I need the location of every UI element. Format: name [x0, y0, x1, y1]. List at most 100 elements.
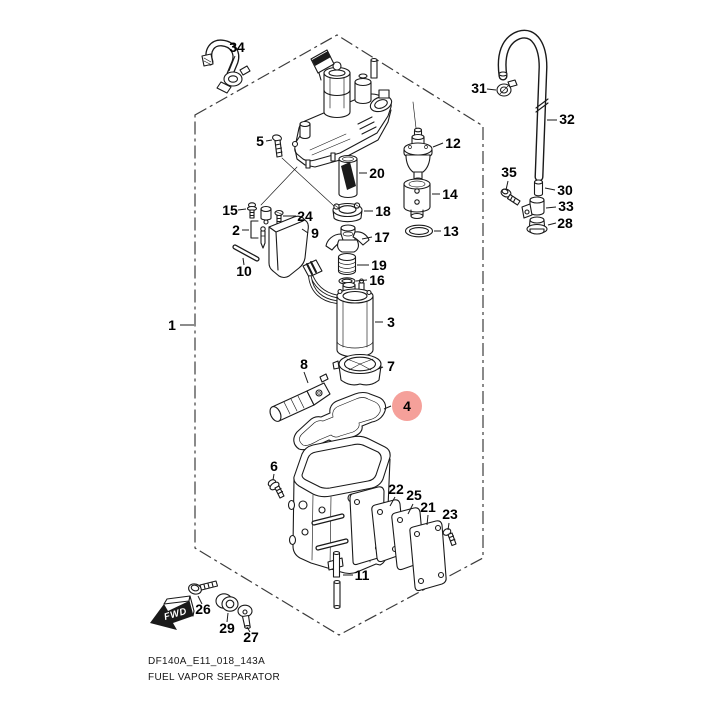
- callout-7[interactable]: 7: [387, 358, 395, 374]
- leader-23: [447, 522, 450, 531]
- callout-14[interactable]: 14: [442, 186, 458, 202]
- part-31-clamp: [496, 79, 518, 97]
- tank-body: [287, 435, 391, 575]
- leader-26: [197, 595, 203, 605]
- callout-21[interactable]: 21: [420, 499, 436, 515]
- leader-31: [486, 88, 497, 91]
- part-19-filter-element: [337, 252, 357, 276]
- leader-5: [265, 139, 273, 142]
- part-26-bolt: [188, 580, 219, 595]
- leader-10: [242, 257, 245, 266]
- callout-34[interactable]: 34: [229, 39, 245, 55]
- part-30-tube: [533, 179, 544, 197]
- leader-6: [272, 473, 275, 481]
- leader-27: [246, 626, 251, 633]
- part-9-float: [268, 215, 309, 279]
- callout-1[interactable]: 1: [168, 317, 176, 333]
- part-35-bolt: [500, 188, 521, 206]
- highlight-part-4[interactable]: 4: [392, 391, 422, 421]
- callout-10[interactable]: 10: [236, 263, 252, 279]
- callout-5[interactable]: 5: [256, 133, 264, 149]
- leader-21: [426, 514, 429, 526]
- callout-31[interactable]: 31: [471, 80, 487, 96]
- leader-29: [226, 612, 229, 623]
- callout-4[interactable]: 4: [403, 398, 411, 414]
- callout-33[interactable]: 33: [558, 198, 574, 214]
- diagram-code: DF140A_E11_018_143A: [148, 656, 265, 667]
- part-14-cap: [403, 178, 431, 220]
- diagram-title: FUEL VAPOR SEPARATOR: [148, 672, 280, 683]
- callout-32[interactable]: 32: [559, 111, 575, 127]
- callout-26[interactable]: 26: [195, 601, 211, 617]
- part-8-fitting: [269, 373, 331, 422]
- part-34-clamp-bracket: [201, 39, 251, 94]
- callout-13[interactable]: 13: [443, 223, 459, 239]
- callout-24[interactable]: 24: [297, 208, 313, 224]
- leader-30: [544, 187, 556, 191]
- part-10-float-pin: [232, 244, 260, 262]
- leader-28: [547, 222, 557, 226]
- leader-lines: [180, 55, 557, 633]
- leader-25: [407, 503, 414, 515]
- callout-8[interactable]: 8: [300, 356, 308, 372]
- leader-12: [432, 142, 444, 148]
- fwd-arrow-side-face: [188, 595, 195, 617]
- callout-2[interactable]: 2: [232, 222, 240, 238]
- part-18-holder-cap: [332, 202, 363, 223]
- callout-22[interactable]: 22: [388, 481, 404, 497]
- callout-20[interactable]: 20: [369, 165, 385, 181]
- callout-29[interactable]: 29: [219, 620, 235, 636]
- leader-34: [228, 55, 236, 72]
- callout-35[interactable]: 35: [501, 164, 517, 180]
- leader-33: [545, 206, 557, 209]
- callout-3[interactable]: 3: [387, 314, 395, 330]
- callout-28[interactable]: 28: [557, 215, 573, 231]
- axis-line-cover-to-12: [412, 101, 417, 129]
- part-5-screw: [272, 134, 283, 158]
- part-17-holder-bracket: [325, 224, 370, 253]
- part-32-hose: [497, 29, 549, 182]
- part-33-clamp-bracket: [521, 196, 545, 219]
- part-13-oring: [404, 224, 434, 238]
- part-21-plate: [409, 520, 447, 592]
- callout-25[interactable]: 25: [406, 487, 422, 503]
- part-29-spacer: [215, 593, 239, 612]
- leader-15: [237, 208, 247, 211]
- part-7-pump-cup: [332, 353, 382, 386]
- leader-17: [361, 236, 373, 240]
- leader-35: [505, 180, 509, 191]
- callout-18[interactable]: 18: [375, 203, 391, 219]
- callout-17[interactable]: 17: [374, 229, 390, 245]
- callout-6[interactable]: 6: [270, 458, 278, 474]
- callout-27[interactable]: 27: [243, 629, 259, 645]
- part-20-filter: [338, 154, 358, 199]
- part-11-rod: [332, 550, 341, 610]
- callout-11[interactable]: 11: [355, 567, 370, 583]
- part-23-screw: [442, 528, 457, 547]
- fwd-arrow: FWD: [150, 595, 195, 630]
- callout-12[interactable]: 12: [445, 135, 461, 151]
- callout-30[interactable]: 30: [557, 182, 573, 198]
- part-15-screw: [246, 202, 258, 219]
- callout-15[interactable]: 15: [222, 202, 238, 218]
- axis-line-cover-to-18: [281, 157, 335, 207]
- highlight-circle[interactable]: [392, 391, 422, 421]
- part-3-fuel-pump: [302, 259, 374, 358]
- callout-16[interactable]: 16: [369, 272, 385, 288]
- callout-23[interactable]: 23: [442, 506, 458, 522]
- callout-9[interactable]: 9: [311, 225, 319, 241]
- part-24-screw: [274, 209, 284, 225]
- part-2-needle-valve-set: [250, 205, 272, 249]
- callout-19[interactable]: 19: [371, 257, 387, 273]
- assembly-boundary: [194, 34, 484, 636]
- axis-line-cover-to-2: [260, 166, 298, 206]
- part-28-grommet: [526, 216, 548, 235]
- part-27-bolt: [237, 604, 253, 629]
- callouts: 1 2 3 5 6 7 8 9 10 11 12 13 14 15 16 17 …: [168, 39, 575, 645]
- part-12-pressure-regulator: [403, 127, 433, 183]
- fwd-arrow-face: [150, 601, 193, 630]
- leader-8: [303, 371, 309, 384]
- leader-22: [389, 496, 396, 507]
